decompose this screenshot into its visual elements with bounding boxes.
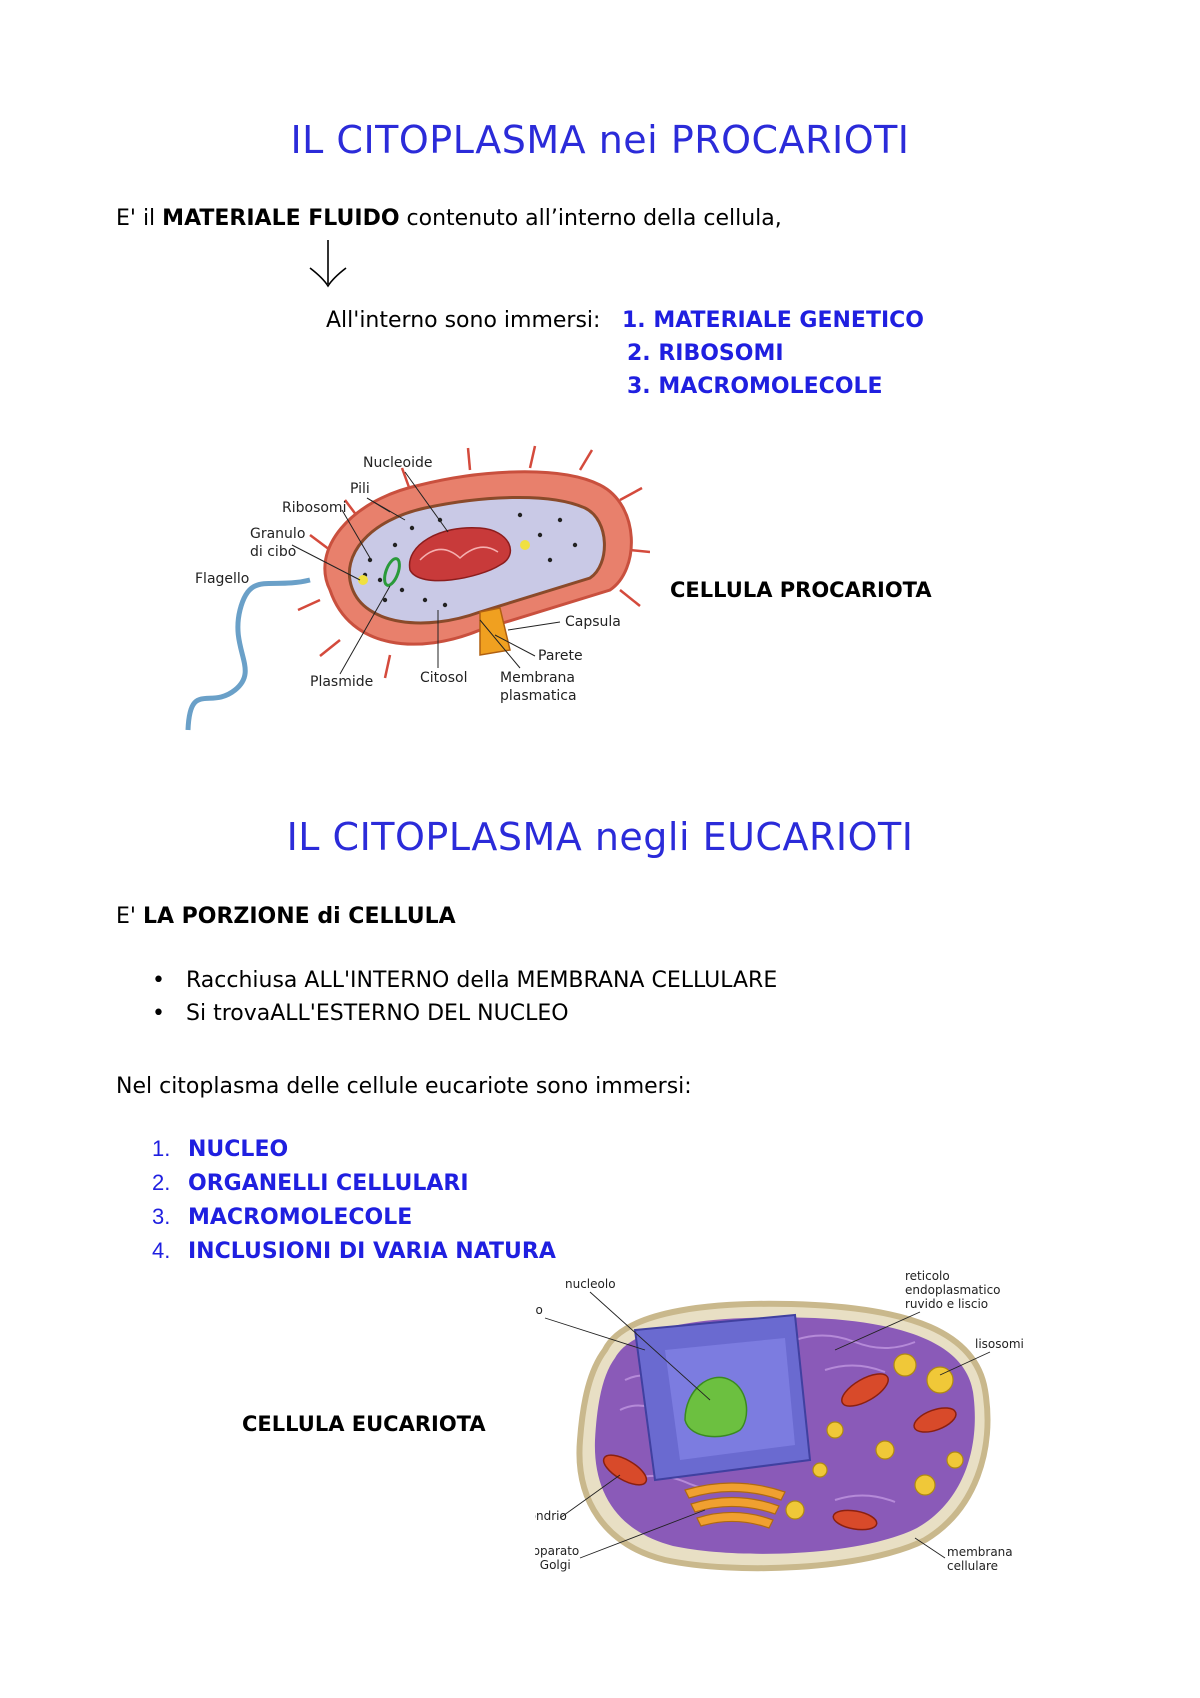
label-reticolo-1: reticolo	[905, 1270, 950, 1283]
list-number: 1.	[152, 1136, 171, 1161]
label-lisosomi: lisosomi	[975, 1337, 1024, 1351]
label-granulo-2: di cibo	[250, 544, 296, 560]
inside-label: All'interno sono immersi:	[326, 308, 601, 333]
down-arrow-icon	[309, 240, 347, 288]
bullet-item: • Si trovaALL'ESTERNO DEL NUCLEO	[152, 1001, 569, 1026]
list-number: 2.	[152, 1170, 171, 1195]
label-nucleo: nucleo	[535, 1303, 543, 1317]
label-reticolo-3: ruvido e liscio	[905, 1297, 988, 1311]
label-golgi-2: di Golgi	[535, 1558, 571, 1572]
plasmide-shape	[383, 557, 401, 587]
list-item: 2. ORGANELLI CELLULARI	[152, 1170, 469, 1196]
label-granulo-1: Granulo	[250, 526, 305, 542]
label-membrana-2: cellulare	[947, 1559, 998, 1573]
label-mitocondrio: mitocondrio	[535, 1509, 567, 1523]
bullet-icon: •	[152, 1001, 165, 1026]
label-membrana-1: membrana	[947, 1545, 1013, 1559]
label-flagello: Flagello	[195, 571, 249, 587]
nucleolo-shape	[684, 1376, 748, 1438]
label-golgi-1: apparato	[535, 1544, 579, 1558]
list-label: MACROMOLECOLE	[188, 1205, 413, 1230]
caption-eucariota: CELLULA EUCARIOTA	[242, 1412, 486, 1436]
label-ribosomi: Ribosomi	[282, 500, 346, 516]
intro-eucarioti: E' LA PORZIONE di CELLULA	[116, 904, 456, 929]
intro-suffix: contenuto all’interno della cellula,	[399, 206, 782, 231]
prokaryotic-cell-illustration: Nucleoide Pili Ribosomi Granulo di cibo …	[185, 445, 650, 731]
list-item: 1. NUCLEO	[152, 1136, 288, 1162]
nucleoide-shape	[408, 526, 512, 582]
list-number: 4.	[152, 1238, 171, 1263]
procarioti-item-1: 1. MATERIALE GENETICO	[622, 308, 924, 333]
label-parete: Parete	[538, 648, 583, 664]
label-citosol: Citosol	[420, 670, 467, 686]
procarioti-item-2: 2. RIBOSOMI	[627, 341, 784, 366]
intro-prefix: E' il	[116, 206, 163, 231]
list-item: 3. MACROMOLECOLE	[152, 1204, 412, 1230]
label-capsula: Capsula	[565, 614, 621, 630]
list-label: NUCLEO	[188, 1137, 289, 1162]
list-number: 3.	[152, 1204, 171, 1229]
label-membrana-1: Membrana	[500, 670, 575, 686]
bullet-text: Racchiusa ALL'INTERNO della MEMBRANA CEL…	[186, 968, 778, 993]
list-label: INCLUSIONI DI VARIA NATURA	[188, 1239, 556, 1264]
section-title-eucarioti: IL CITOPLASMA negli EUCARIOTI	[286, 815, 914, 859]
section-title-procarioti: IL CITOPLASMA nei PROCARIOTI	[290, 118, 910, 162]
label-pili: Pili	[350, 481, 370, 497]
eukaryotic-cell-illustration: nucleolo nucleo reticolo endoplasmatico …	[535, 1270, 1024, 1573]
label-reticolo-2: endoplasmatico	[905, 1283, 1001, 1297]
caption-procariota: CELLULA PROCARIOTA	[670, 578, 932, 602]
granulo-shape	[358, 575, 368, 585]
label-plasmide: Plasmide	[310, 674, 373, 690]
list-label: ORGANELLI CELLULARI	[188, 1171, 469, 1196]
label-nucleolo: nucleolo	[565, 1277, 616, 1291]
label-membrana-2: plasmatica	[500, 688, 577, 704]
label-nucleoide: Nucleoide	[363, 455, 433, 471]
bullet-icon: •	[152, 968, 165, 993]
intro-procarioti: E' il MATERIALE FLUIDO contenuto all’int…	[116, 206, 782, 231]
intro2-bold: LA PORZIONE di CELLULA	[142, 904, 456, 929]
intro-bold: MATERIALE FLUIDO	[162, 206, 400, 231]
procarioti-item-3: 3. MACROMOLECOLE	[627, 374, 883, 399]
paragraph-immersi: Nel citoplasma delle cellule eucariote s…	[116, 1074, 692, 1099]
intro2-prefix: E'	[116, 904, 143, 929]
list-item: 4. INCLUSIONI DI VARIA NATURA	[152, 1238, 556, 1264]
flagello-shape	[185, 577, 311, 731]
bullet-item: • Racchiusa ALL'INTERNO della MEMBRANA CE…	[152, 968, 777, 993]
bullet-text: Si trovaALL'ESTERNO DEL NUCLEO	[186, 1001, 569, 1026]
